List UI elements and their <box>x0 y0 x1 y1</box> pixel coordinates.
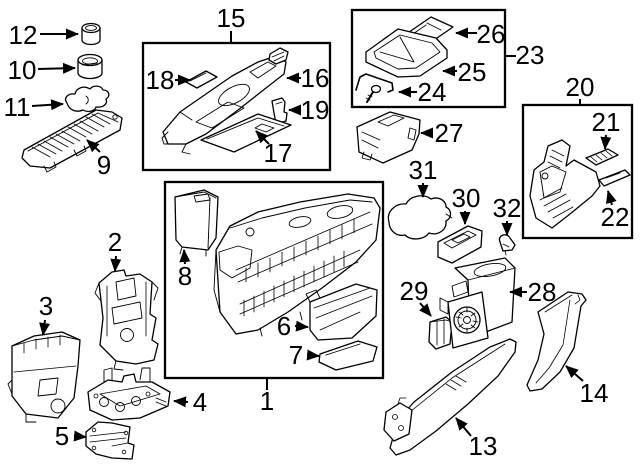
part-label-32: 32 <box>493 193 522 223</box>
part-20-cover-drawing <box>529 139 601 229</box>
callout-5-arrow <box>73 430 87 442</box>
part-6-drawing <box>305 283 378 341</box>
part-label-7: 7 <box>289 340 303 370</box>
part-label-31: 31 <box>409 155 438 185</box>
part-17-drawing <box>200 113 292 153</box>
part-label-12: 12 <box>9 20 38 50</box>
part-label-19: 19 <box>301 95 330 125</box>
callout-22-arrow <box>606 190 617 206</box>
callout-21-arrow <box>600 134 612 150</box>
callout-6-arrow <box>294 320 309 332</box>
part-label-10: 10 <box>8 55 37 85</box>
part-label-14: 14 <box>580 378 609 408</box>
part-10-drawing <box>77 53 103 80</box>
callout-arrows-layer <box>31 27 617 442</box>
part-label-9: 9 <box>97 150 111 180</box>
part-label-1: 1 <box>260 386 274 416</box>
part-label-28: 28 <box>528 277 557 307</box>
part-label-3: 3 <box>39 291 53 321</box>
part-label-5: 5 <box>55 421 69 451</box>
assembly-box-23 <box>350 8 507 109</box>
part-label-25: 25 <box>458 57 487 87</box>
part-12-drawing <box>81 22 101 46</box>
callout-3-arrow <box>39 319 51 336</box>
part-25-drawing <box>365 28 448 78</box>
part-label-2: 2 <box>108 227 122 257</box>
parts-artwork <box>7 16 631 460</box>
part-label-23: 23 <box>516 40 545 70</box>
callout-9-arrow <box>86 139 101 153</box>
callout-7-arrow <box>306 349 320 361</box>
part-4-drawing <box>87 367 171 421</box>
part-label-24: 24 <box>418 77 447 107</box>
part-32-drawing <box>498 234 516 256</box>
part-label-11: 11 <box>4 92 31 122</box>
part-label-30: 30 <box>452 183 481 213</box>
part-1-console-drawing <box>213 193 381 337</box>
callout-2-arrow <box>110 255 122 272</box>
part-22-drawing <box>598 169 631 187</box>
part-label-29: 29 <box>400 276 429 306</box>
callout-10-arrow <box>37 62 76 74</box>
part-label-22: 22 <box>601 202 630 232</box>
part-8-drawing <box>174 189 219 257</box>
part-label-21: 21 <box>592 107 621 137</box>
part-16-drawing <box>161 47 289 155</box>
part-label-27: 27 <box>435 118 464 148</box>
part-27-drawing <box>356 111 421 164</box>
part-label-13: 13 <box>469 431 498 461</box>
assembly-box-20 <box>521 103 634 240</box>
part-3-drawing <box>7 331 81 423</box>
part-31-drawing <box>387 195 453 240</box>
part-19-drawing <box>271 97 288 125</box>
part-11-drawing <box>64 85 110 113</box>
callout-labels-layer: 1234567891011121314151617181920212223242… <box>4 3 630 461</box>
part-label-6: 6 <box>277 311 291 341</box>
part-label-4: 4 <box>193 387 207 417</box>
callout-29-arrow <box>419 302 432 317</box>
callout-11-arrow <box>31 99 64 111</box>
assembly-box-1 <box>163 180 385 380</box>
part-2-drawing <box>94 269 159 371</box>
part-13-drawing <box>383 338 517 456</box>
part-label-17: 17 <box>264 138 293 168</box>
part-label-15: 15 <box>217 3 246 33</box>
part-30-drawing <box>437 225 483 264</box>
part-label-8: 8 <box>178 261 192 291</box>
part-14-drawing <box>526 291 587 392</box>
part-7-drawing <box>318 340 378 371</box>
assembly-boxes-layer <box>141 8 634 380</box>
callout-13-arrow <box>455 417 472 437</box>
part-label-16: 16 <box>301 63 330 93</box>
part-18-drawing <box>185 70 218 89</box>
callout-17-arrow <box>255 130 270 145</box>
part-29-drawing <box>428 316 453 350</box>
callout-14-arrow <box>565 365 584 382</box>
part-label-26: 26 <box>477 19 506 49</box>
callout-4-arrow <box>173 396 189 408</box>
assembly-box-15 <box>141 41 332 172</box>
part-5-drawing <box>85 421 135 460</box>
part-9-drawing <box>21 109 123 173</box>
part-label-18: 18 <box>146 65 175 95</box>
part-21-drawing <box>585 148 619 166</box>
part-label-20: 20 <box>566 72 595 102</box>
part-24-drawing <box>355 73 394 103</box>
callout-8-arrow <box>179 249 191 265</box>
part-28-drawing <box>439 257 516 349</box>
